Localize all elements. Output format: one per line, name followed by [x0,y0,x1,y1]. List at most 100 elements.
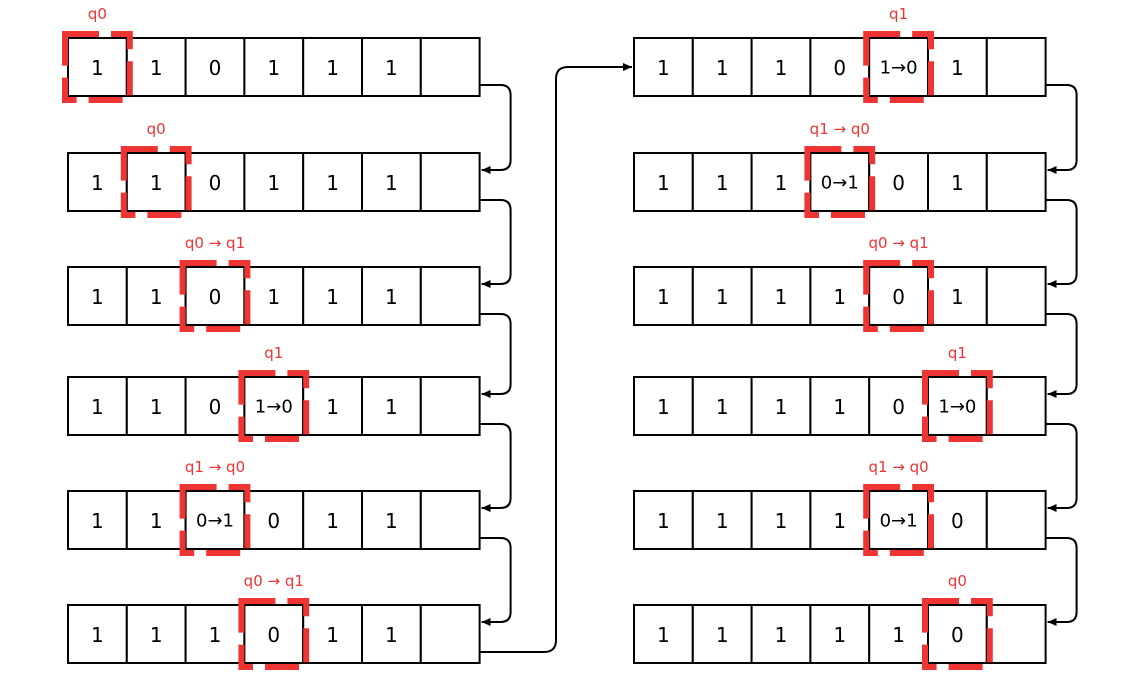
tape-cell-value: 0 [267,509,280,533]
tape-cell-value: 0 [267,623,280,647]
tape-cell-value: 1 [657,171,670,195]
tape-cell-value: 1 [91,395,104,419]
tape-cell-value: 1 [775,171,788,195]
tape-cell-value: 1 [775,285,788,309]
tape-cell: 1 [750,37,812,97]
tape-cell-value: 1 [326,623,339,647]
tape-cell-box [633,604,694,664]
tape-cell: 0 [184,37,246,97]
tape-cell: 1 [361,376,422,436]
tape-cell: 1 [125,604,187,664]
tape-cell-box [691,266,753,326]
tape-cell-value: 1 [150,56,163,80]
step-arrow [479,199,512,288]
tape-cell: 1 [927,152,988,212]
tape-cell-box [868,152,930,212]
tape-cell: 1→0 [868,37,930,97]
tape-cell-value: 1 [91,171,104,195]
tape-cell-value: 0 [209,56,222,80]
tape-cell-box [243,152,305,212]
step-arrow [479,423,512,512]
tape-cell [985,37,1047,97]
tape-cell-box [691,490,753,550]
state-label: q0 [88,5,107,23]
tape-cell-box [419,604,481,664]
tape-cell: 1 [184,604,246,664]
tape-cell: 1 [67,490,128,550]
tape-cell: 1 [67,37,128,97]
tape-cell: 1 [750,152,812,212]
tape-cell-box [985,152,1047,212]
tape-cell-value: 1 [833,285,846,309]
tape-cell-box [67,604,128,664]
tape-cell-box [691,604,753,664]
tape-cell-value: 1 [716,56,729,80]
tape-cell: 0 [184,152,246,212]
tape-cell [419,376,481,436]
tape-cell: 1 [125,152,187,212]
state-label: q0 [948,572,967,590]
tape-cell [419,604,481,664]
tape-cell-value: 1 [775,623,788,647]
tape-cell-value: 0 [892,395,905,419]
tape-cell-value: 1 [951,171,964,195]
tape-cell-box [125,152,187,212]
step-arrow [1045,423,1078,512]
tape-cell-value: 0 [209,395,222,419]
tape-cell-value: 1 [951,285,964,309]
tape-cell [985,376,1047,436]
tape-cell [985,604,1047,664]
tape-cell: 0 [809,37,871,97]
tape-cell-box [184,266,246,326]
tape-cell-box [927,604,988,664]
tape-cell-value: 1 [326,56,339,80]
tape-cell-box [927,152,988,212]
tape-cell-box [868,266,930,326]
tape-cell [419,152,481,212]
state-label: q1 → q0 [810,120,870,138]
tape-cell-value: 1 [716,171,729,195]
tape-cell-value: 1 [951,56,964,80]
tape-cell: 0 [243,490,305,550]
tape-cell: 1→0 [243,376,305,436]
tape-cell: 1 [302,604,364,664]
tape-cell-value: 1 [775,56,788,80]
tape-cell: 1 [868,604,930,664]
tape-cell: 0 [868,266,930,326]
tape-head-highlight [922,370,993,442]
tape-cell-box [985,266,1047,326]
tape-cell: 1 [67,376,128,436]
tape-cell-box [419,266,481,326]
tape-cell-value: 1 [657,285,670,309]
step-arrow [479,313,512,398]
tape-cell-value: 1 [385,623,398,647]
tape-cell-value: 1 [326,171,339,195]
tape-cell: 0→1 [184,490,246,550]
tape-cell-value: 1 [716,623,729,647]
tape-cell: 1 [243,37,305,97]
tape-cell-value: 1 [892,623,905,647]
tape-cell-value: 1 [716,285,729,309]
tape-cell-box [419,490,481,550]
step-connectors [479,63,1078,653]
tape-cell-value: 1 [91,509,104,533]
tape-cell-value: 1→0 [938,397,976,418]
tape-cell: 1 [633,604,694,664]
tape-cell: 1 [809,376,871,436]
tape-cell-box [361,376,422,436]
tape-cell-box [809,266,871,326]
tape-cell-value: 1 [209,623,222,647]
tape-cell-box [633,376,694,436]
tape-cell-value: 1 [385,395,398,419]
tape-cell: 1 [633,376,694,436]
tape-cell-value: 1 [833,509,846,533]
tape-cell-value: 0 [951,509,964,533]
tape-cell-value: 0 [892,285,905,309]
tape-cell-value: 1 [657,509,670,533]
